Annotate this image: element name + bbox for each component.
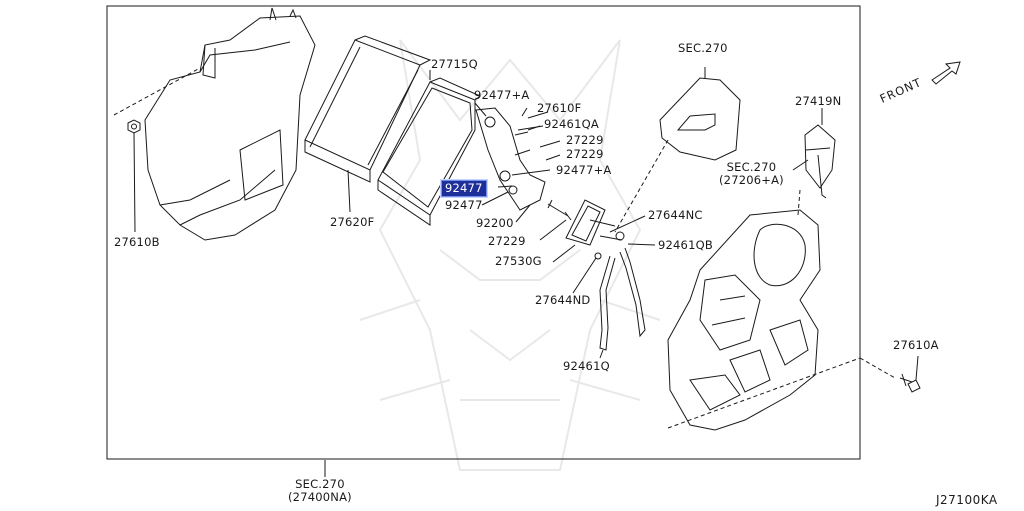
- leader-92461q: [599, 349, 604, 359]
- label-92477a-1: 92477+A: [474, 88, 530, 102]
- dashed-link-panel: [614, 139, 669, 233]
- panel-sec270-top: [659, 77, 741, 161]
- label-27715q: 27715Q: [431, 57, 478, 71]
- leader-27610f: [521, 107, 528, 117]
- leader-92461qa: [517, 125, 544, 131]
- evaporator-27715q: [377, 77, 481, 226]
- leader-92477-hl: [497, 185, 513, 188]
- pipe-92461q: [594, 247, 646, 351]
- label-27644nc: 27644NC: [648, 208, 703, 222]
- label-92200: 92200: [476, 216, 514, 230]
- filter-27620f: [304, 35, 432, 183]
- bolt-27229-3: [547, 199, 572, 221]
- dashed-link-heater: [667, 357, 861, 429]
- label-27610f: 27610F: [537, 101, 582, 115]
- label-92461qa: 92461QA: [544, 117, 599, 131]
- leader-27229-2: [545, 154, 561, 161]
- dashed-link-heater-2: [859, 357, 896, 379]
- leader-27530g: [552, 244, 576, 263]
- label-sec270-bottom: SEC.270 (27400NA): [288, 478, 352, 504]
- dashed-link-actuator: [797, 189, 801, 216]
- leader-92477a-1: [474, 102, 487, 117]
- leader-92477: [481, 191, 509, 206]
- leader-27610b-dashed: [113, 67, 201, 116]
- leader-27610a: [915, 355, 919, 381]
- leader-sec270-mid: [792, 159, 809, 171]
- front-arrow-icon: [931, 61, 961, 85]
- label-sec270-bottom-line1: SEC.270: [295, 477, 345, 491]
- label-27419n: 27419N: [795, 94, 842, 108]
- label-27229-3: 27229: [488, 234, 526, 248]
- leader-27644nd: [572, 257, 597, 294]
- diagram-frame: [106, 5, 861, 460]
- leader-92477a-2: [511, 169, 551, 176]
- label-sec270-bottom-line2: (27400NA): [288, 490, 352, 504]
- leader-27644nc: [609, 215, 646, 233]
- heater-unit-case: [667, 209, 821, 431]
- leader-92200: [515, 204, 531, 223]
- actuator-27419n: [804, 124, 836, 199]
- label-27530g: 27530G: [495, 254, 542, 268]
- label-92461q: 92461Q: [563, 359, 610, 373]
- leader-92461qb: [627, 243, 656, 246]
- bolt-27610a-icon: [899, 373, 921, 393]
- housing-cover-left: [144, 7, 316, 241]
- label-92477: 92477: [445, 198, 483, 212]
- label-27610b: 27610B: [114, 235, 160, 249]
- diagram-code: J27100KA: [936, 493, 998, 507]
- label-sec270-top: SEC.270: [678, 41, 728, 55]
- drain-cover-27530g: [565, 199, 625, 246]
- leader-27620f: [347, 169, 351, 213]
- label-27229-2: 27229: [566, 147, 604, 161]
- label-27610a: 27610A: [893, 338, 939, 352]
- leader-27229-1: [539, 140, 561, 148]
- label-sec270-mid: SEC.270 (27206+A): [719, 161, 784, 187]
- expansion-valve-block: [475, 107, 549, 211]
- leader-27229-3: [539, 219, 567, 241]
- label-92477a-2: 92477+A: [556, 163, 612, 177]
- label-sec270-mid-line1: SEC.270: [726, 160, 777, 174]
- label-92461qb: 92461QB: [658, 238, 713, 252]
- label-27620f: 27620F: [330, 215, 375, 229]
- nut-27610b-icon: [127, 119, 141, 134]
- label-92477-highlighted[interactable]: 92477: [441, 180, 487, 197]
- watermark: [359, 39, 661, 471]
- label-27644nd: 27644ND: [535, 293, 591, 307]
- label-27229-1: 27229: [566, 133, 604, 147]
- leader-27610b: [133, 132, 136, 233]
- label-sec270-mid-line2: (27206+A): [719, 173, 784, 187]
